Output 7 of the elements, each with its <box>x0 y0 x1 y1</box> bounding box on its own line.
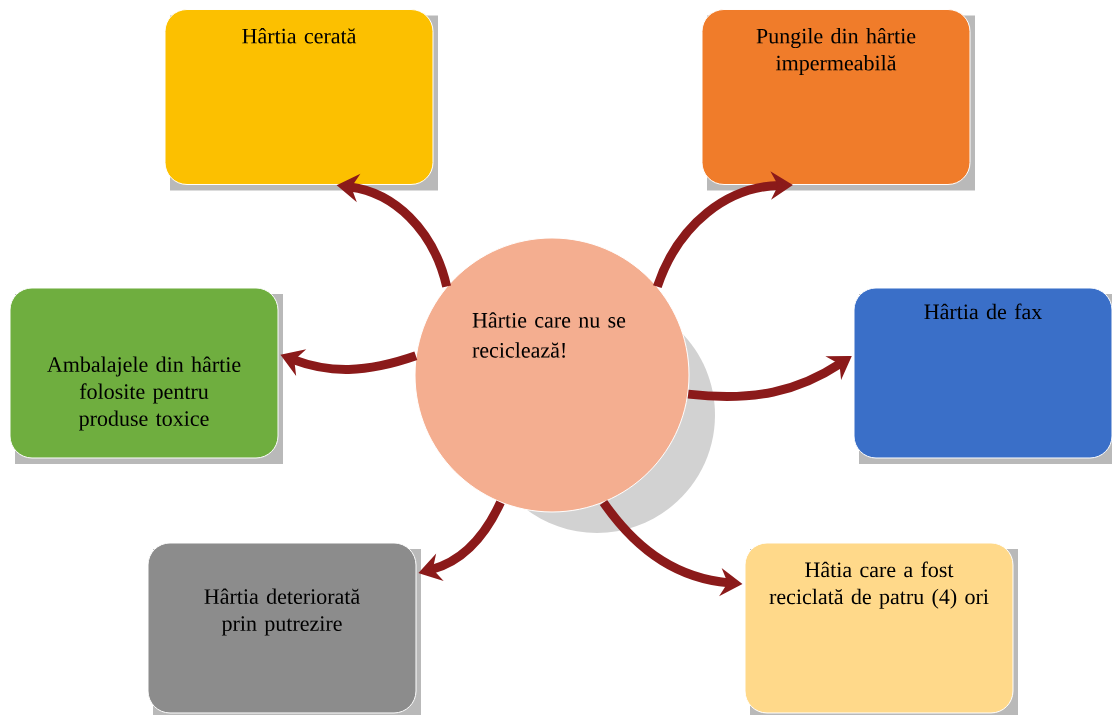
rounded-box: Hâtia care a fost reciclată de patru (4) ori <box>744 542 1018 715</box>
circle-node: Hârtie care nu se reciclează! <box>414 237 690 513</box>
rounded-box: Ambalajele din hârtie folosite pentru produse toxice <box>9 287 283 464</box>
rounded-box: Hârtia cerată <box>164 9 438 191</box>
rounded-box: Pungile din hârtie impermeabilă <box>701 9 975 191</box>
rounded-box: Hârtia de fax <box>853 287 1112 464</box>
rounded-box: Hârtia deteriorată prin putrezire <box>147 542 421 715</box>
